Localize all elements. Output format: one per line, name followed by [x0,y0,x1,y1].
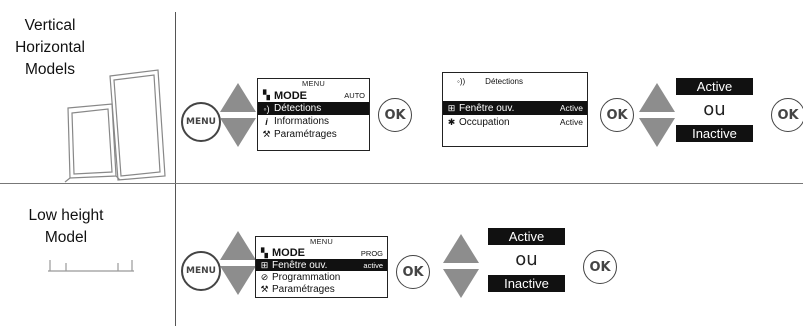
settings-icon: ⚒ [262,129,271,139]
menu-screen: MENU ▚ MODE AUTO ◦) Détections i Informa… [257,78,370,151]
menu-screen: MENU ▚ MODE PROG ⊞ Fenêtre ouv. active ⊘… [255,236,388,298]
menu-item-parametrages: ⚒ Paramétrages [262,129,337,140]
ok-button[interactable]: OK [600,98,634,132]
info-icon: i [265,116,268,127]
horizontal-divider [0,183,803,184]
detection-item-occupancy: ✱ Occupation Active [447,116,583,128]
window-icon: ⊞ [260,259,269,270]
occupancy-icon: ✱ [447,116,456,127]
mode-icon: ▚ [263,90,270,100]
settings-icon: ⚒ [260,283,269,294]
up-arrow-icon [220,83,256,112]
model-label-vertical-horizontal: Vertical Horizontal Models [15,17,85,78]
menu-item-window-open: ⊞ Fenêtre ouv. active [256,259,387,271]
up-arrow-icon [443,234,479,263]
option-active[interactable]: Active [488,228,565,245]
ok-button[interactable]: OK [583,250,617,284]
model-label-low-height: Low height Model [28,207,104,246]
up-down-arrows[interactable] [219,230,257,296]
mode-icon: ▚ [261,247,268,258]
radiator-vertical-horizontal-illustration [64,69,166,183]
menu-button[interactable]: MENU [181,102,221,142]
screen-title: MENU [310,237,333,246]
screen-title: MENU [302,79,325,88]
option-inactive[interactable]: Inactive [676,125,753,142]
menu-item-informations: i Informations [258,115,369,128]
clock-icon: ⊘ [260,271,269,282]
menu-item-parametrages: ⚒ Paramétrages [260,283,335,295]
up-arrow-icon [220,231,256,260]
detection-icon: ◦) [263,103,270,114]
up-down-arrows[interactable] [442,233,480,299]
detection-item-window-open: ⊞ Fenêtre ouv. Active [443,101,587,115]
down-arrow-icon [220,266,256,295]
up-down-arrows[interactable] [638,82,676,148]
detections-screen: ◦)) Détections ⊞ Fenêtre ouv. Active ✱ O… [442,72,588,147]
detections-screen-header: ◦)) Détections [457,76,523,86]
option-inactive[interactable]: Inactive [488,275,565,292]
down-arrow-icon [220,118,256,147]
menu-item-mode: ▚ MODE PROG [256,247,387,259]
option-active[interactable]: Active [676,78,753,95]
vertical-divider [175,12,176,326]
active-inactive-choice: Active ou Inactive [488,228,565,292]
up-arrow-icon [639,83,675,112]
menu-item-programmation: ⊘ Programmation [260,271,341,283]
active-inactive-choice: Active ou Inactive [676,78,753,142]
detection-icon: ◦)) [457,76,466,86]
or-text: ou [515,249,538,270]
ok-button[interactable]: OK [378,98,412,132]
window-icon: ⊞ [447,102,456,113]
low-height-radiator-illustration [48,260,134,272]
ok-button[interactable]: OK [771,98,803,132]
up-down-arrows[interactable] [219,82,257,148]
menu-button[interactable]: MENU [181,251,221,291]
menu-item-mode: ▚ MODE AUTO [258,89,369,102]
down-arrow-icon [443,269,479,298]
down-arrow-icon [639,118,675,147]
menu-item-detections: ◦) Détections [258,102,369,115]
or-text: ou [703,99,726,120]
ok-button[interactable]: OK [396,255,430,289]
